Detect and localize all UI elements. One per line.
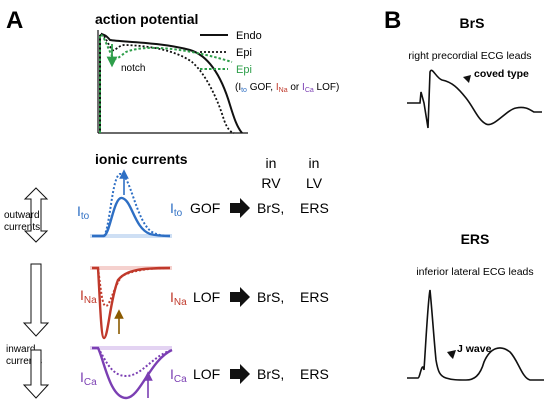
brs-subtitle: right precordial ECG leads <box>408 50 531 62</box>
caption-open: (I <box>235 82 241 93</box>
row-ito-sub: to <box>174 208 183 219</box>
ito-label: Ito <box>77 203 90 222</box>
brs-note-arrow <box>460 75 471 88</box>
row-ica-sub: Ca <box>174 374 187 385</box>
legend-epi: Epi <box>236 47 252 59</box>
row-ina-lv: ERS <box>300 289 329 305</box>
row-ina-tag: LOF <box>193 289 220 305</box>
col-lv-in: in <box>309 155 320 171</box>
ito-trace-dotted <box>103 173 171 237</box>
panel-b-label: B <box>384 7 401 34</box>
row-ito-current: Ito <box>170 200 183 219</box>
row-ito: Ito GOF BrS, ERS <box>170 198 329 219</box>
col-lv-lv: LV <box>306 175 323 191</box>
legend-epi-green: Epi <box>236 64 252 76</box>
col-rv-rv: RV <box>261 175 281 191</box>
caption-or: or <box>288 82 302 93</box>
ap-legend: Endo Epi Epi <box>200 30 262 76</box>
inward-label-1: inward <box>6 344 35 355</box>
ers-note-arrow <box>443 350 456 364</box>
brs-ecg-trace <box>407 69 542 129</box>
caption-gof: GOF, <box>247 82 276 93</box>
ers-ecg-trace <box>407 289 544 381</box>
panel-a-label: A <box>6 7 23 34</box>
ica-sym: I <box>80 369 84 385</box>
ina-sym: I <box>80 287 84 303</box>
ito-sub: to <box>81 211 90 222</box>
brs-title: BrS <box>460 15 485 31</box>
brs-note: coved type <box>474 68 529 80</box>
caption-i-ca: I <box>302 82 305 93</box>
row-ina-current: INa <box>170 289 187 308</box>
row-ito-arrow <box>230 198 250 218</box>
row-ito-rv: BrS, <box>257 200 284 216</box>
ers-title: ERS <box>461 231 490 247</box>
row-ina-arrow <box>230 287 250 307</box>
row-ina-sub: Na <box>174 297 187 308</box>
ito-trace-solid <box>92 196 171 238</box>
legend-endo: Endo <box>236 30 262 42</box>
row-ina-sym: I <box>170 289 174 305</box>
inward-arrow-2 <box>22 349 50 399</box>
caption-sub-na: Na <box>279 87 288 94</box>
ers-subtitle: inferior lateral ECG leads <box>416 266 533 278</box>
ito-sym: I <box>77 203 81 219</box>
ap-title: action potential <box>95 11 198 27</box>
row-ica-arrow <box>230 364 250 384</box>
outward-label-1: outward <box>4 210 40 221</box>
outward-double-arrow <box>23 187 49 243</box>
row-ina: INa LOF BrS, ERS <box>170 287 329 308</box>
row-ina-rv: BrS, <box>257 289 284 305</box>
ap-caption: (Ito GOF, INa or ICa LOF) <box>235 82 339 94</box>
col-rv-in: in <box>266 155 277 171</box>
row-ica-tag: LOF <box>193 366 220 382</box>
caption-i-na: I <box>276 82 279 93</box>
inward-arrow-1 <box>22 263 50 337</box>
ap-axes <box>97 30 248 134</box>
caption-lof: LOF) <box>314 82 340 93</box>
outward-label-2: currents <box>4 222 40 233</box>
row-ica: ICa LOF BrS, ERS <box>170 364 329 385</box>
notch-label: notch <box>121 63 145 74</box>
row-ica-lv: ERS <box>300 366 329 382</box>
row-ica-sym: I <box>170 366 174 382</box>
ina-trace-solid <box>92 266 171 340</box>
ica-label: ICa <box>80 369 97 388</box>
ica-trace-group <box>90 346 173 400</box>
row-ica-rv: BrS, <box>257 366 284 382</box>
ap-endo-trace <box>99 33 243 134</box>
ina-sub: Na <box>84 295 97 306</box>
ina-label: INa <box>80 287 97 306</box>
ap-epi-green-trace <box>99 33 233 133</box>
inward-label-2: currents <box>6 356 42 367</box>
ers-note: J wave <box>457 343 492 355</box>
ica-sub: Ca <box>84 377 97 388</box>
row-ito-tag: GOF <box>190 200 220 216</box>
caption-sub-ca: Ca <box>305 87 314 94</box>
ina-trace-group <box>90 266 172 340</box>
ica-trace-solid <box>92 346 173 400</box>
ito-trace-group <box>90 169 172 238</box>
row-ica-current: ICa <box>170 366 187 385</box>
row-ito-sym: I <box>170 200 174 216</box>
ina-trace-dotted <box>97 267 171 308</box>
ionic-title: ionic currents <box>95 151 188 167</box>
caption-sub-to: to <box>241 87 247 94</box>
ica-trace-dotted <box>97 347 173 378</box>
row-ito-lv: ERS <box>300 200 329 216</box>
